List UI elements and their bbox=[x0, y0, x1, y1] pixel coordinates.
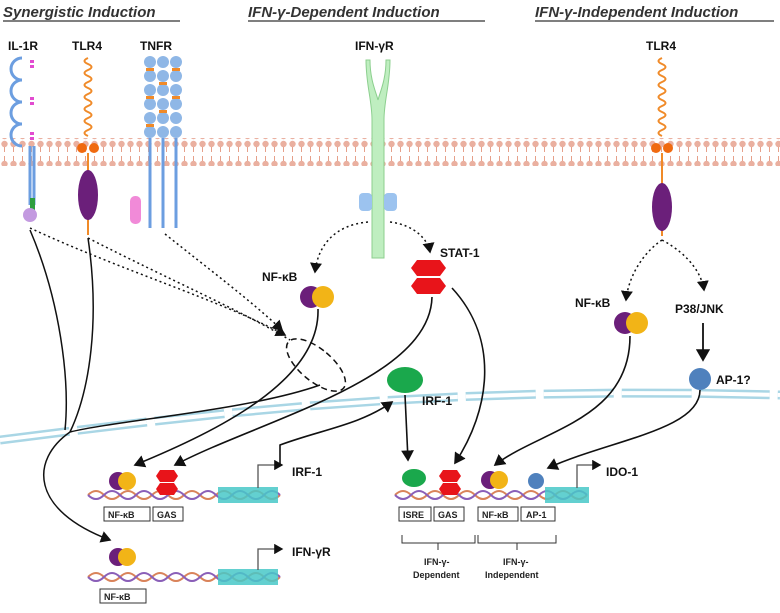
tlr4-right-receptor bbox=[651, 57, 673, 236]
il1r-receptor bbox=[9, 56, 37, 222]
nfkb-right-complex bbox=[614, 312, 648, 334]
title-synergistic: Synergistic Induction bbox=[3, 4, 156, 21]
dna-ido1-promoter bbox=[394, 459, 602, 550]
site-right-nfkb: NF-κB bbox=[482, 510, 509, 520]
group-independent-line2: Independent bbox=[485, 570, 539, 580]
group-dependent-line2: Dependent bbox=[413, 570, 460, 580]
section-titles: Synergistic Induction IFN-γ-Dependent In… bbox=[3, 4, 774, 22]
label-ap1: AP-1? bbox=[716, 373, 751, 387]
nfkb-center-complex bbox=[300, 286, 334, 308]
label-il1r: IL-1R bbox=[8, 39, 38, 53]
dna-irf1-promoter bbox=[87, 459, 284, 522]
stat1-dimer bbox=[411, 260, 446, 294]
title-dependent: IFN-γ-Dependent Induction bbox=[248, 4, 440, 21]
site-bottom-nfkb: NF-κB bbox=[104, 592, 131, 602]
gene-irf1: IRF-1 bbox=[292, 465, 322, 479]
synergistic-dotted-paths bbox=[29, 227, 347, 392]
tlr4-left-receptor bbox=[77, 57, 99, 235]
nuclear-envelope bbox=[0, 388, 780, 445]
tnfr-receptor bbox=[130, 56, 182, 228]
ap1-factor bbox=[689, 368, 711, 390]
site-left-gas: GAS bbox=[157, 510, 177, 520]
plasma-membrane bbox=[0, 138, 780, 166]
ifngr-dotted-paths bbox=[310, 221, 709, 302]
synergistic-solid-paths bbox=[29, 229, 321, 543]
label-nfkb-center: NF-κB bbox=[262, 270, 298, 284]
site-ap1: AP-1 bbox=[526, 510, 547, 520]
label-tnfr: TNFR bbox=[140, 39, 172, 53]
label-tlr4-left: TLR4 bbox=[72, 39, 102, 53]
group-independent-line1: IFN-γ- bbox=[503, 557, 529, 567]
label-tlr4-right: TLR4 bbox=[646, 39, 676, 53]
gene-ido1: IDO-1 bbox=[606, 465, 638, 479]
ifngr-receptor bbox=[359, 59, 397, 259]
label-nfkb-right: NF-κB bbox=[575, 296, 611, 310]
gene-ifngr: IFN-γR bbox=[292, 545, 331, 559]
irf1-protein bbox=[387, 367, 423, 393]
site-right-gas: GAS bbox=[438, 510, 458, 520]
site-left-nfkb: NF-κB bbox=[108, 510, 135, 520]
label-irf1: IRF-1 bbox=[422, 394, 452, 408]
label-stat1: STAT-1 bbox=[440, 246, 480, 260]
title-independent: IFN-γ-Independent Induction bbox=[535, 4, 738, 21]
group-dependent-line1: IFN-γ- bbox=[424, 557, 450, 567]
dna-ifngr-promoter bbox=[87, 543, 284, 604]
solid-signal-arrows bbox=[133, 287, 701, 470]
label-p38jnk: P38/JNK bbox=[675, 302, 724, 316]
site-isre: ISRE bbox=[403, 510, 424, 520]
label-ifngr: IFN-γR bbox=[355, 39, 394, 53]
